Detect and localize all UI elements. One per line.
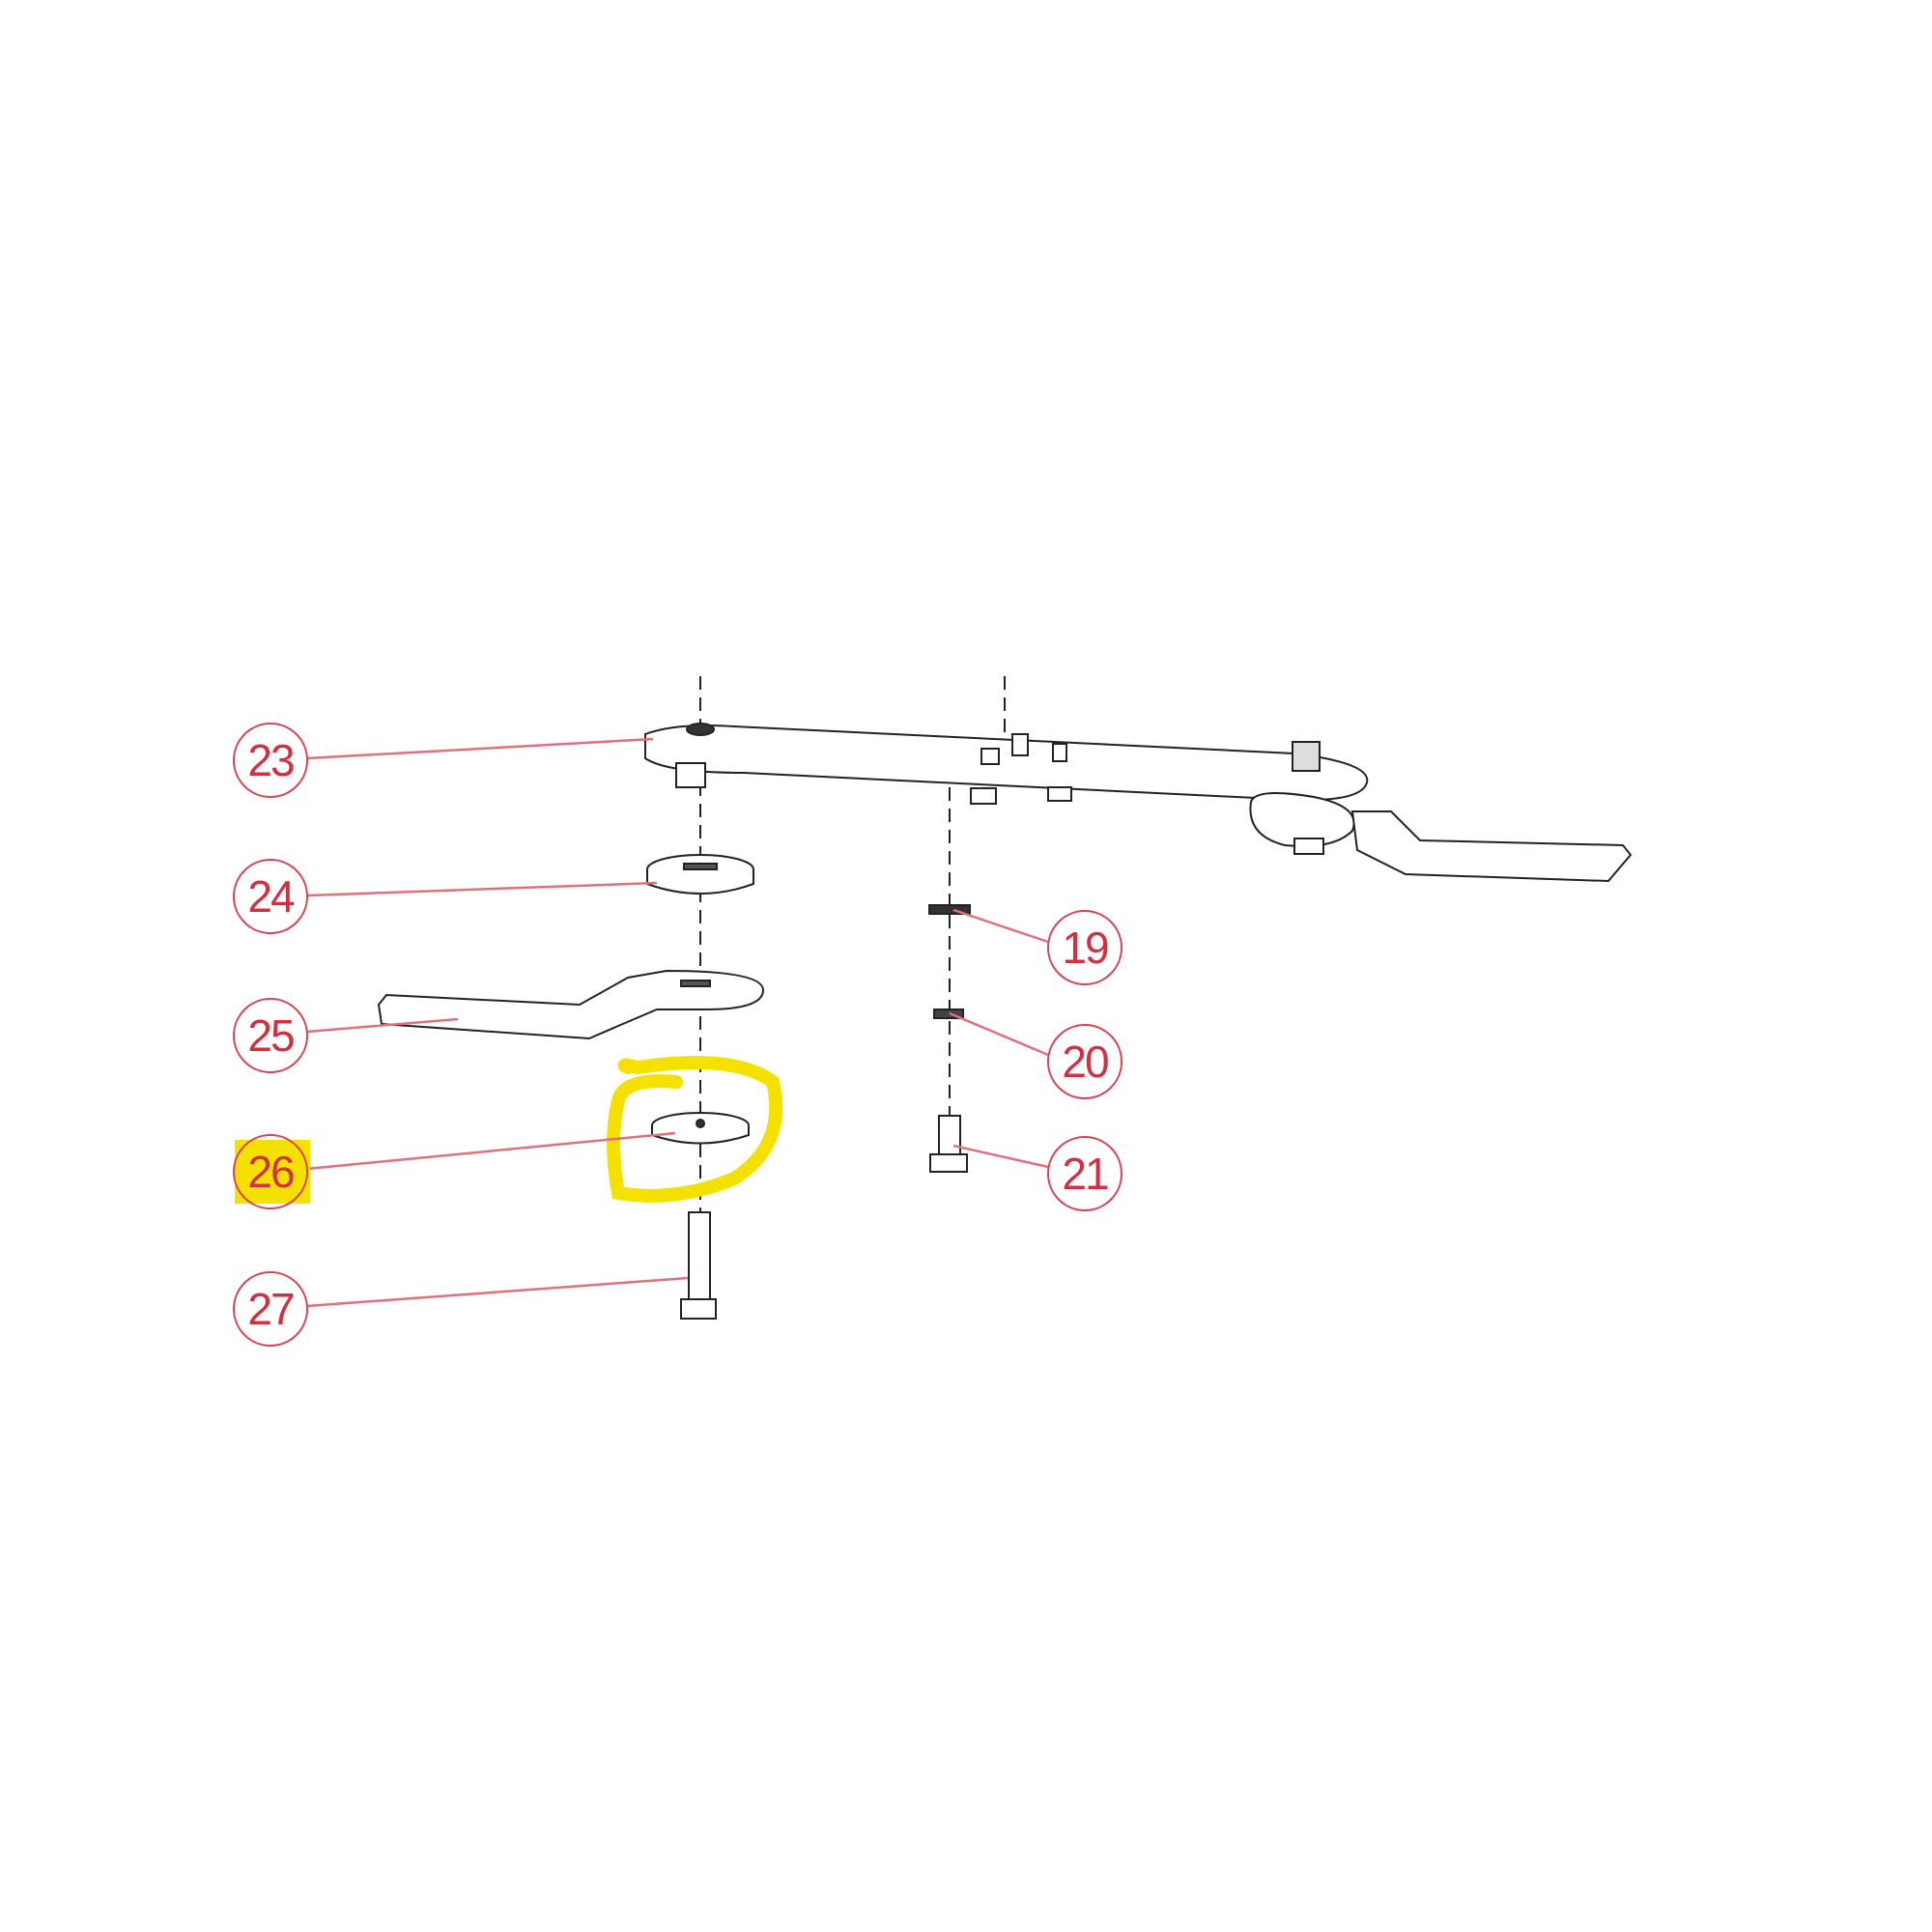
- part-25-blade: [377, 969, 765, 1040]
- callout-27: 27: [233, 1271, 308, 1347]
- part-21-bolt: [929, 1115, 968, 1173]
- part-19-washer: [928, 904, 971, 915]
- part-20-washer: [933, 1009, 964, 1019]
- part-27-bolt: [680, 1211, 717, 1320]
- callout-24: 24: [233, 859, 308, 934]
- callout-26: 26: [233, 1134, 308, 1209]
- part-23-arm: [644, 723, 1633, 883]
- callout-23: 23: [233, 723, 308, 798]
- part-24-spacer: [646, 854, 754, 895]
- callout-20: 20: [1047, 1024, 1122, 1099]
- leader-lines: [306, 737, 1049, 1308]
- callout-21: 21: [1047, 1136, 1122, 1211]
- highlight-circle-marker: [607, 1056, 783, 1203]
- part-26-washer: [651, 1112, 750, 1145]
- callout-19: 19: [1047, 910, 1122, 985]
- callout-25: 25: [233, 998, 308, 1073]
